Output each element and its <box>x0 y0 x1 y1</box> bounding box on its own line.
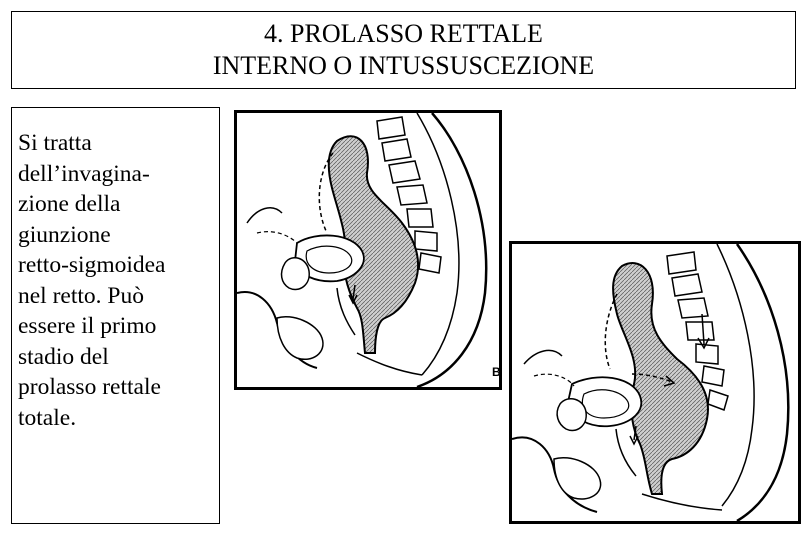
figure-label: B <box>492 365 499 379</box>
text-line: nel retto. Può <box>18 281 219 312</box>
pelvis-sagittal-drawing: B <box>237 113 499 387</box>
text-line: essere il primo <box>18 311 219 342</box>
text-line: retto-sigmoidea <box>18 250 219 281</box>
anatomy-illustration-sigmoid: B <box>234 110 502 390</box>
anatomy-illustration-intussusception <box>509 241 801 524</box>
text-line: stadio del <box>18 342 219 373</box>
text-line: totale. <box>18 403 219 434</box>
text-line: Si tratta <box>18 128 219 159</box>
description-text-box: Si tratta dell’invagina- zione della giu… <box>11 107 220 524</box>
text-line: prolasso rettale <box>18 372 219 403</box>
text-line: zione della <box>18 189 219 220</box>
pelvis-sagittal-drawing-2 <box>512 244 798 521</box>
title-line-1: 4. PROLASSO RETTALE <box>264 18 543 50</box>
title-line-2: INTERNO O INTUSSUSCEZIONE <box>213 50 594 82</box>
text-line: giunzione <box>18 220 219 251</box>
text-line: dell’invagina- <box>18 159 219 190</box>
slide-title: 4. PROLASSO RETTALE INTERNO O INTUSSUSCE… <box>11 11 796 89</box>
